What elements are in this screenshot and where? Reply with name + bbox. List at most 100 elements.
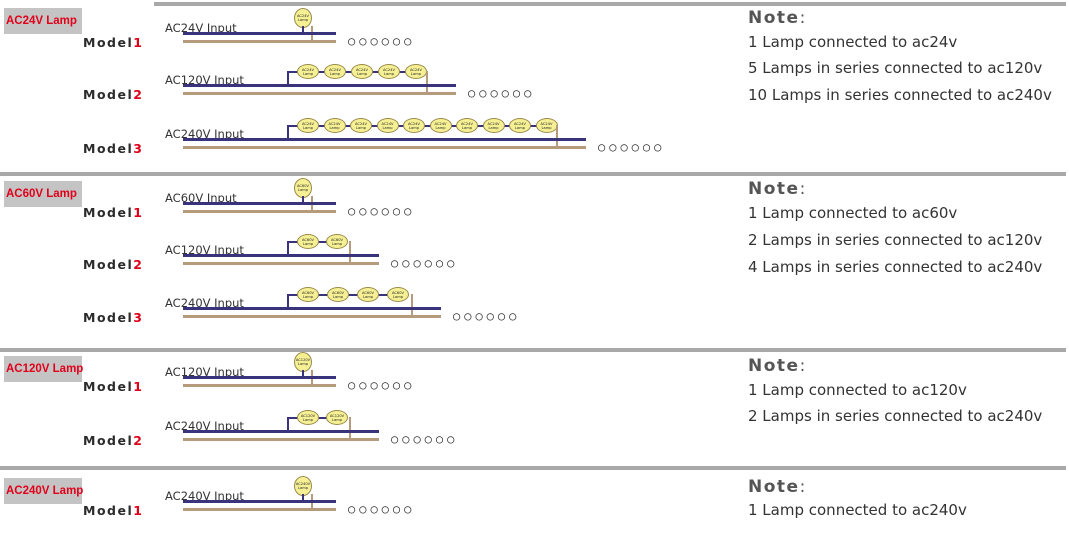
note-title-colon: : (799, 179, 807, 199)
note-title: Note: (748, 477, 807, 497)
lamp-icon: AC24V Lamp (376, 118, 399, 133)
wire-neutral-drop (349, 241, 351, 264)
note-title-colon: : (799, 356, 807, 376)
model-word: Model (83, 35, 134, 50)
section-divider (154, 2, 1066, 6)
wire-live-riser (287, 71, 289, 85)
note-line: 2 Lamps in series connected to ac120v (748, 231, 1043, 249)
wire-live-riser (287, 241, 289, 255)
lamp-icon: AC24V Lamp (482, 118, 505, 133)
note-title-colon: : (799, 8, 807, 28)
lamp-icon: AC24V Lamp (297, 64, 319, 79)
note-line: 4 Lamps in series connected to ac240v (748, 258, 1043, 276)
lamp-icon: AC24V Lamp (403, 118, 425, 133)
lamp-icon: AC120V Lamp (294, 352, 312, 372)
wire-neutral (183, 40, 336, 43)
note-title-text: Note (748, 8, 800, 28)
wire-neutral (183, 438, 379, 441)
input-voltage-label: AC24V Input (165, 21, 237, 35)
model-label: Model1 (83, 35, 143, 50)
note-title-text: Note (748, 179, 800, 199)
input-voltage-label: AC120V Input (165, 73, 244, 87)
lamp-icon: AC60V Lamp (327, 287, 349, 302)
model-word: Model (83, 257, 134, 272)
model-number: 3 (133, 310, 144, 325)
lamp-icon: AC24V Lamp (429, 118, 452, 133)
lamp-icon: AC24V Lamp (535, 118, 558, 133)
section-divider (0, 172, 1066, 176)
lamp-type-tag: AC240V Lamp (4, 478, 83, 504)
continuation-dots: ○○○○○○ (348, 204, 416, 218)
lamp-icon: AC120V Lamp (326, 410, 348, 425)
input-voltage-label: AC240V Input (165, 296, 244, 310)
wire-live-drop (302, 196, 304, 202)
note-line: 1 Lamp connected to ac240v (748, 501, 967, 519)
wire-neutral (183, 508, 336, 511)
input-voltage-label: AC240V Input (165, 489, 244, 503)
input-voltage-label: AC120V Input (165, 243, 244, 257)
lamp-type-tag: AC24V Lamp (4, 8, 82, 34)
input-voltage-label: AC120V Input (165, 365, 244, 379)
lamp-icon: AC24V Lamp (405, 64, 427, 79)
wire-neutral (183, 262, 379, 265)
model-number: 1 (133, 503, 144, 518)
wire-neutral-drop (556, 125, 558, 148)
note-title-text: Note (748, 477, 800, 497)
lamp-icon: AC60V Lamp (297, 234, 319, 249)
input-voltage-label: AC240V Input (165, 127, 244, 141)
wire-live-riser (287, 294, 289, 308)
wire-live (183, 138, 586, 141)
wire-live (183, 307, 441, 310)
model-word: Model (83, 379, 134, 394)
wire-neutral-drop (426, 71, 428, 94)
lamp-icon: AC24V Lamp (297, 118, 319, 133)
continuation-dots: ○○○○○○ (453, 309, 521, 323)
wire-neutral (183, 92, 456, 95)
lamp-icon: AC24V Lamp (324, 64, 346, 79)
model-word: Model (83, 205, 134, 220)
model-word: Model (83, 87, 134, 102)
model-number: 1 (133, 205, 144, 220)
wire-live-drop (302, 370, 304, 376)
model-number: 2 (133, 87, 144, 102)
lamp-icon: AC24V Lamp (350, 118, 372, 133)
wire-live (183, 376, 336, 379)
section-divider (0, 466, 1066, 470)
model-label: Model1 (83, 503, 143, 518)
lamp-icon: AC24V Lamp (351, 64, 373, 79)
continuation-dots: ○○○○○○ (598, 140, 666, 154)
wire-live (183, 32, 336, 35)
lamp-type-tag: AC60V Lamp (4, 181, 82, 207)
section-divider (0, 348, 1066, 352)
wire-live (183, 84, 456, 87)
wire-neutral (183, 384, 336, 387)
wire-live-drop (302, 494, 304, 500)
wire-live (183, 254, 379, 257)
note-line: 10 Lamps in series connected to ac240v (748, 86, 1052, 104)
note-title-text: Note (748, 356, 800, 376)
lamp-icon: AC24V Lamp (323, 118, 346, 133)
continuation-dots: ○○○○○○ (348, 502, 416, 516)
wire-neutral-drop (349, 417, 351, 440)
note-line: 1 Lamp connected to ac24v (748, 33, 958, 51)
model-number: 2 (133, 433, 144, 448)
model-label: Model2 (83, 433, 143, 448)
lamp-icon: AC24V Lamp (509, 118, 531, 133)
wire-live (183, 202, 336, 205)
note-title: Note: (748, 8, 807, 28)
input-voltage-label: AC240V Input (165, 419, 244, 433)
lamp-icon: AC240V Lamp (294, 476, 312, 496)
model-word: Model (83, 310, 134, 325)
continuation-dots: ○○○○○○ (391, 432, 459, 446)
note-line: 5 Lamps in series connected to ac120v (748, 59, 1043, 77)
lamp-icon: AC60V Lamp (326, 234, 348, 249)
wire-live-riser (287, 125, 289, 139)
model-number: 3 (133, 141, 144, 156)
model-number: 1 (133, 35, 144, 50)
lamp-icon: AC60V Lamp (297, 287, 319, 302)
input-voltage-label: AC60V Input (165, 191, 237, 205)
wire-live (183, 500, 336, 503)
wire-neutral-drop (411, 294, 413, 317)
model-label: Model1 (83, 379, 143, 394)
